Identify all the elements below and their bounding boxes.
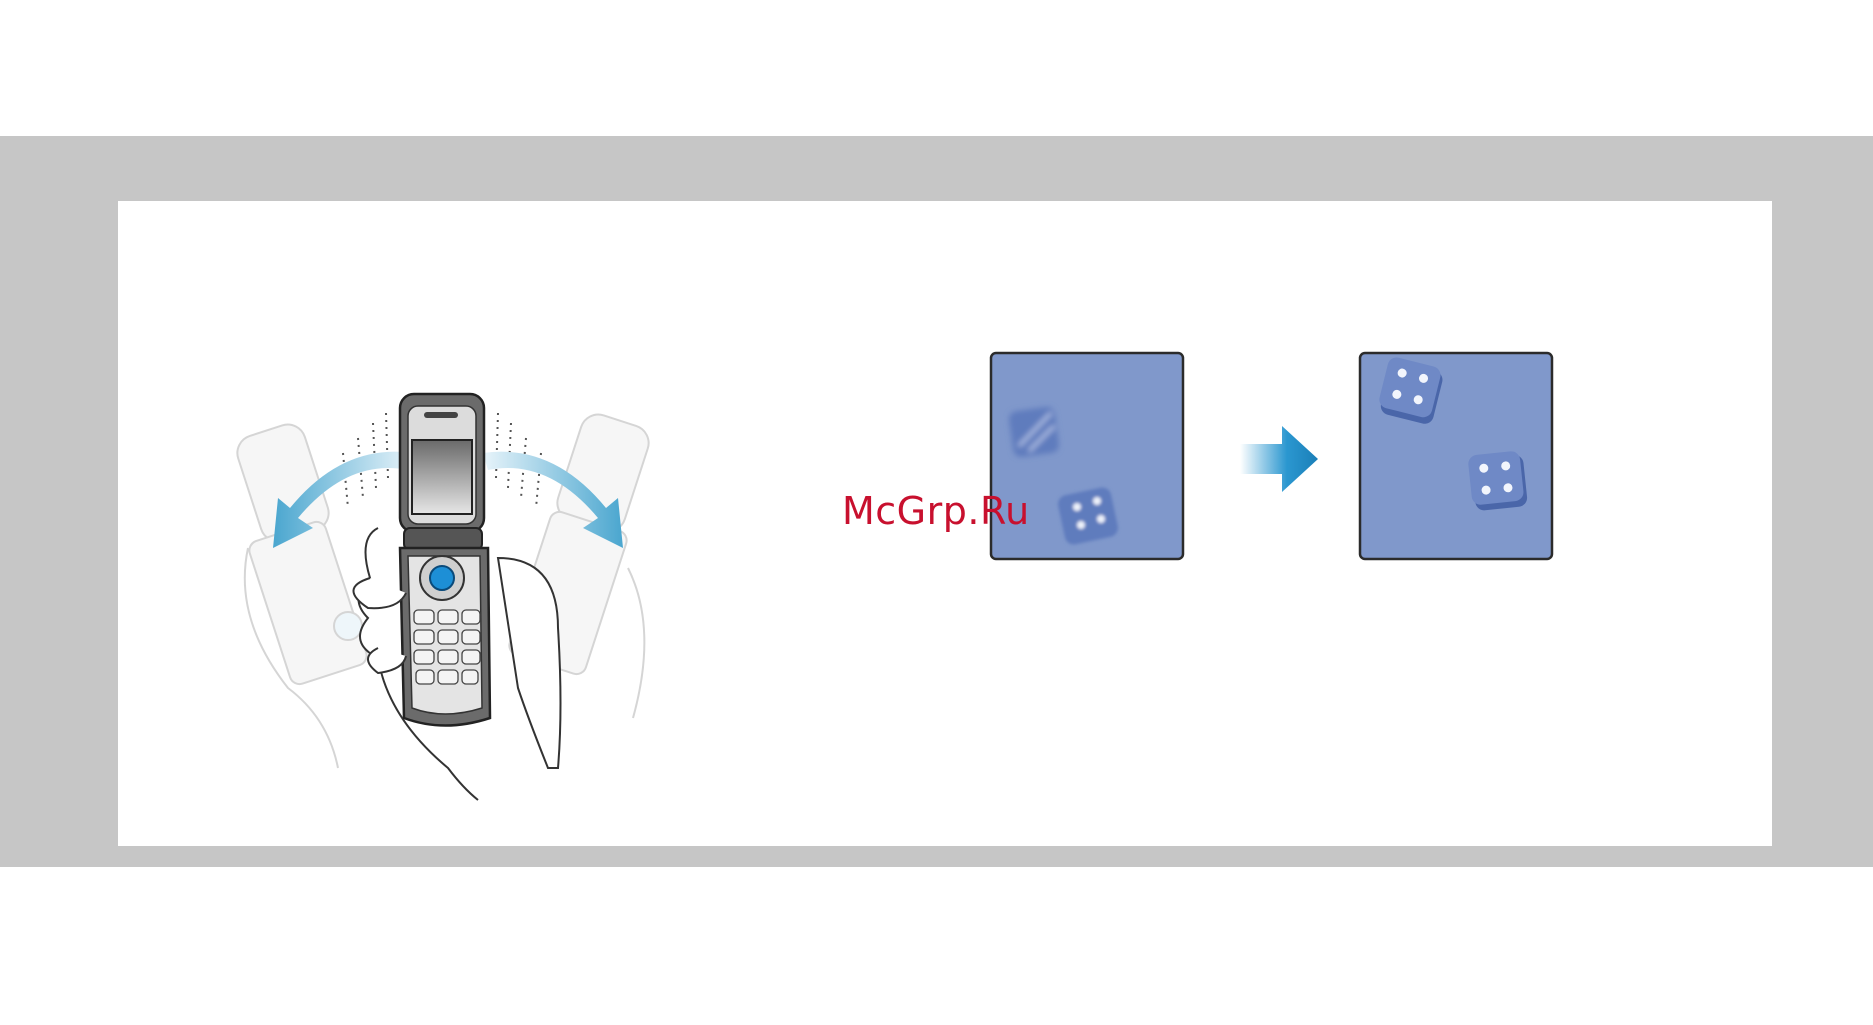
dice-settled-icon (1358, 351, 1554, 561)
phone-center-key (430, 566, 454, 590)
hand-palm (498, 558, 561, 768)
phone-screen (412, 440, 472, 514)
die-blurred-top (1008, 406, 1060, 458)
flip-phone-shake-icon (228, 388, 678, 808)
arrow-right-icon (1240, 426, 1320, 492)
watermark-text: McGrp.Ru (842, 489, 1030, 533)
die-settled-2 (1467, 450, 1528, 511)
